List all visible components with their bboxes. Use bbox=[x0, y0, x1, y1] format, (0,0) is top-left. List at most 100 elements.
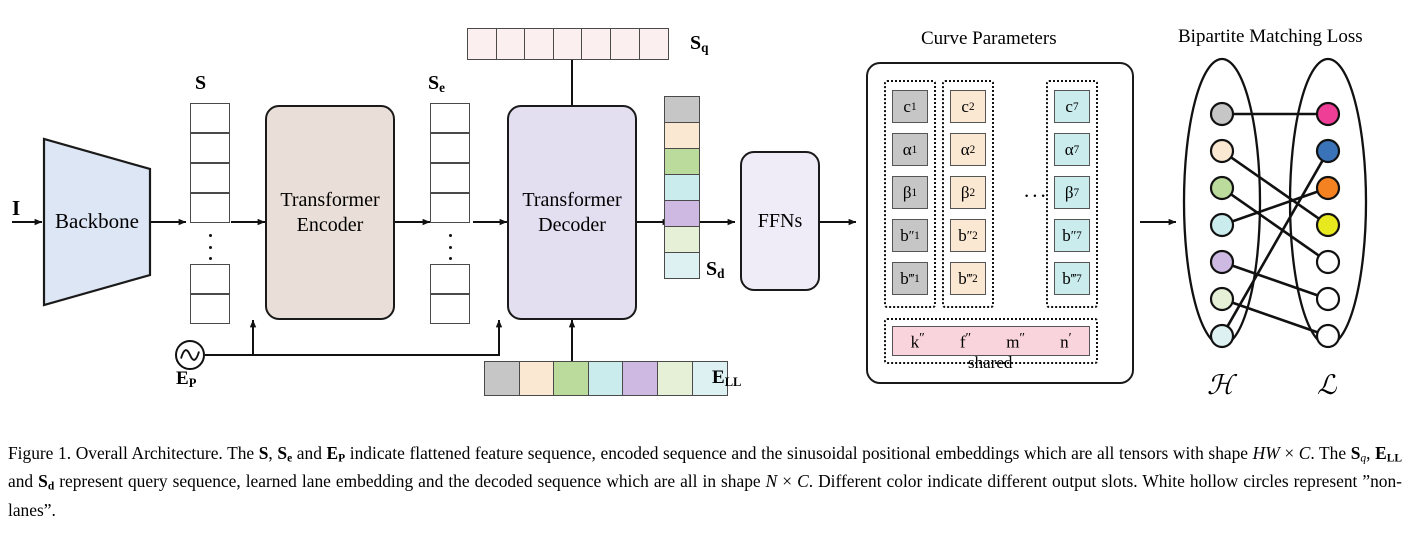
bipartite-node-h bbox=[1209, 175, 1235, 201]
caption-title: Overall Architecture. bbox=[75, 443, 223, 463]
match-edge bbox=[1230, 193, 1320, 257]
curve-parameters-title: Curve Parameters bbox=[921, 28, 1057, 49]
shared-parameter-item: m″ bbox=[1006, 329, 1025, 352]
bipartite-node-l bbox=[1315, 249, 1341, 275]
ell-cell bbox=[587, 361, 624, 396]
match-edge bbox=[1226, 159, 1324, 328]
bipartite-node-l bbox=[1315, 286, 1341, 312]
sequence-ell bbox=[484, 361, 728, 396]
bipartite-node-h bbox=[1209, 212, 1235, 238]
transformer-encoder-block bbox=[265, 105, 395, 320]
decoder-line-2: Decoder bbox=[538, 213, 606, 236]
sq-cell bbox=[552, 28, 583, 60]
se-label: Se bbox=[428, 72, 445, 96]
sq-cell bbox=[524, 28, 555, 60]
ell-cell bbox=[622, 361, 659, 396]
sq-cell bbox=[610, 28, 641, 60]
ell-cell bbox=[518, 361, 555, 396]
curve-parameter-cell: b″1 bbox=[892, 219, 928, 252]
match-edge bbox=[1230, 156, 1320, 220]
shared-row-outline bbox=[884, 318, 1098, 364]
backbone-label: Backbone bbox=[55, 209, 139, 234]
ell-cell bbox=[553, 361, 590, 396]
shared-parameter-item: k″ bbox=[910, 329, 925, 352]
sd-cell bbox=[664, 226, 700, 253]
sq-cell bbox=[581, 28, 612, 60]
transformer-decoder-label: Transformer Decoder bbox=[507, 105, 637, 320]
sd-cell bbox=[664, 174, 700, 201]
bipartite-node-l bbox=[1315, 212, 1341, 238]
transformer-decoder-block bbox=[507, 105, 637, 320]
set-l-label: ℒ bbox=[1317, 370, 1337, 400]
bipartite-title: Bipartite Matching Loss bbox=[1178, 26, 1363, 47]
sine-wave-icon bbox=[175, 340, 205, 370]
curve-parameter-column bbox=[884, 80, 936, 308]
sd-cell bbox=[664, 200, 700, 227]
bipartite-node-h bbox=[1209, 323, 1235, 349]
encoder-line-1: Transformer bbox=[280, 189, 380, 212]
bipartite-node-l bbox=[1315, 175, 1341, 201]
sq-cell bbox=[638, 28, 669, 60]
caption-body: The S, Se and EP indicate flattened feat… bbox=[8, 443, 1403, 520]
input-label: I bbox=[12, 196, 21, 220]
sd-label: Sd bbox=[706, 258, 725, 282]
ell-cell bbox=[484, 361, 520, 396]
sd-cell bbox=[664, 96, 700, 123]
ell-label: ELL bbox=[712, 367, 742, 389]
backbone-shape bbox=[42, 137, 152, 307]
shared-parameter-item: n′ bbox=[1060, 329, 1072, 352]
se-ellipsis bbox=[448, 234, 452, 260]
figure-caption: Figure 1. Overall Architecture. The S, S… bbox=[8, 440, 1402, 523]
sd-cell bbox=[664, 122, 700, 149]
bipartite-node-h bbox=[1209, 249, 1235, 275]
sd-cell bbox=[664, 252, 700, 279]
curve-parameter-cell: b″7 bbox=[1054, 219, 1090, 252]
curve-parameter-column bbox=[942, 80, 994, 308]
shared-label: shared bbox=[968, 353, 1013, 372]
set-h-label: ℋ bbox=[1207, 370, 1234, 400]
pos-embed-label: EP bbox=[176, 368, 197, 390]
curve-parameters-ellipsis: ... bbox=[1024, 178, 1049, 202]
match-edge bbox=[1231, 264, 1319, 297]
ffns-label: FFNs bbox=[757, 209, 803, 232]
bipartite-node-h bbox=[1209, 101, 1235, 127]
curve-parameter-cell: b‴1 bbox=[892, 262, 928, 295]
bipartite-node-l bbox=[1315, 323, 1341, 349]
sequence-sq bbox=[467, 28, 669, 60]
curve-parameter-cell: b‴2 bbox=[950, 262, 986, 295]
ffns-block bbox=[740, 151, 820, 291]
curve-parameter-cell: b″2 bbox=[950, 219, 986, 252]
bipartite-node-l bbox=[1315, 138, 1341, 164]
s-ellipsis bbox=[208, 234, 212, 260]
bipartite-node-h bbox=[1209, 286, 1235, 312]
sq-label: Sq bbox=[690, 32, 709, 56]
bipartite-graph bbox=[1182, 57, 1368, 349]
curve-parameter-column bbox=[1046, 80, 1098, 308]
bipartite-node-l bbox=[1315, 101, 1341, 127]
ell-cell bbox=[657, 361, 694, 396]
sd-cell bbox=[664, 148, 700, 175]
shared-parameter-bar: k″ f″ m″ n′ bbox=[892, 326, 1090, 356]
caption-number: Figure 1. bbox=[8, 443, 72, 463]
sq-cell bbox=[495, 28, 526, 60]
match-edge bbox=[1231, 301, 1319, 334]
shared-parameter-item: f″ bbox=[959, 329, 971, 352]
curve-parameter-cell: b‴7 bbox=[1054, 262, 1090, 295]
sq-cell bbox=[467, 28, 497, 60]
bipartite-node-h bbox=[1209, 138, 1235, 164]
encoder-line-2: Encoder bbox=[296, 213, 364, 236]
s-label: S bbox=[195, 72, 207, 94]
match-edge bbox=[1231, 190, 1319, 223]
